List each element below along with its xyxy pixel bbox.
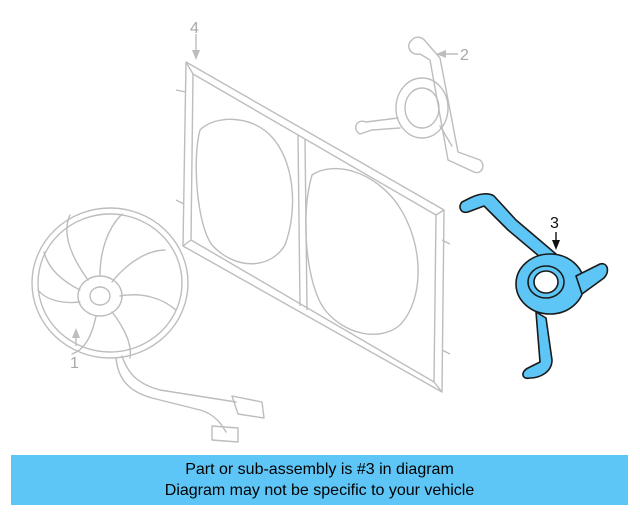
caption-line-1: Part or sub-assembly is #3 in diagram (185, 461, 454, 478)
hose-part-3 (459, 193, 609, 380)
callout-4-label: 4 (190, 20, 199, 37)
callout-2: 2 (436, 47, 469, 64)
callout-1-label: 1 (70, 355, 79, 372)
fan-part-1 (31, 207, 265, 443)
callout-3-label: 3 (550, 215, 559, 232)
callout-1: 1 (70, 328, 80, 372)
parts-diagram: 4 2 1 (31, 20, 609, 443)
callout-2-label: 2 (460, 47, 469, 64)
shroud-part-4 (175, 61, 451, 393)
callout-4: 4 (190, 20, 200, 60)
bracket-part-2 (355, 36, 484, 174)
callout-3: 3 (550, 215, 560, 250)
caption-banner: Part or sub-assembly is #3 in diagram Di… (11, 455, 628, 505)
caption-line-2: Diagram may not be specific to your vehi… (164, 482, 475, 499)
